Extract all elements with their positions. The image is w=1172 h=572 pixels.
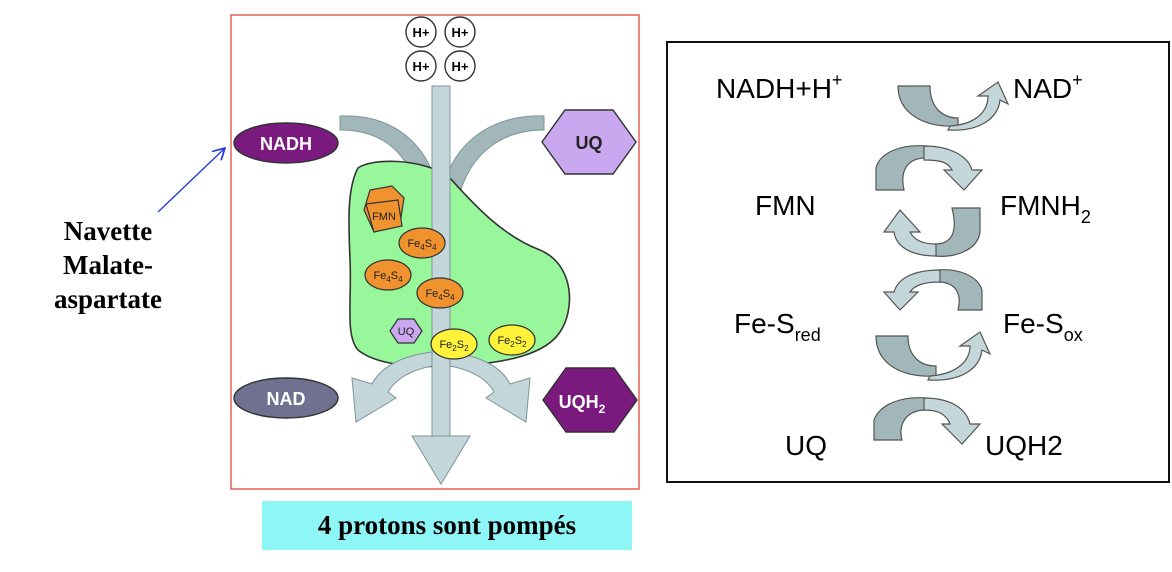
svg-text:NAD: NAD [267,389,306,409]
caption-banner: 4 protons sont pompés [262,501,632,550]
svg-text:H+: H+ [413,25,430,40]
reaction-fes-red: Fe-Sred [734,308,821,345]
redox-arrow-fesox-up [927,331,992,381]
svg-text:Fe4S4: Fe4S4 [425,288,455,302]
shuttle-label-line-1: Navette [63,216,153,246]
fe4s4-cluster-1: Fe4S4 [398,227,446,259]
shuttle-label-line-3: aspartate [54,284,162,314]
svg-text:NADH: NADH [260,134,312,154]
proton-3: H+ [405,50,437,82]
reaction-fmn: FMN [755,190,816,221]
uq-hexagon: UQ [541,109,637,175]
proton-group: H+ H+ H+ H+ [405,16,476,82]
shuttle-pointer-arrow [157,149,224,213]
nad-badge: NAD [233,377,339,419]
uqh2-outflow-arrow [449,351,531,423]
redox-arrow-fmn-back [882,209,937,257]
svg-text:Fe4S4: Fe4S4 [407,238,437,252]
proton-1: H+ [405,16,437,48]
redox-arrow-fes-back [882,269,941,311]
proton-channel-shaft [431,85,451,437]
reaction-nad: NAD+ [1013,70,1083,104]
fe2s2-cluster-1: Fe2S2 [430,328,478,360]
svg-text:UQH2: UQH2 [559,392,606,416]
proton-2: H+ [444,16,476,48]
redox-arrow-fmnh2-over [923,145,984,191]
svg-text:FMN: FMN [372,211,396,223]
fe4s4-cluster-2: Fe4S4 [364,259,412,291]
reaction-uq: UQ [785,430,827,461]
svg-text:UQ: UQ [398,326,415,338]
redox-arrow-uqh2-over [923,397,982,445]
uq-small-hexagon: UQ [389,318,423,344]
shuttle-label: Navette Malate- aspartate [8,214,208,316]
svg-text:Fe2S2: Fe2S2 [497,335,527,349]
complex-body [348,160,571,368]
nadh-badge: NADH [233,122,339,164]
fmn-cofactor: FMN [363,185,405,233]
redox-arrow-nad-up [947,81,1010,131]
svg-text:UQ: UQ [576,133,603,153]
proton-4: H+ [444,50,476,82]
svg-text:Fe4S4: Fe4S4 [373,270,403,284]
svg-text:H+: H+ [452,59,469,74]
svg-text:H+: H+ [413,59,430,74]
reaction-uqh2: UQH2 [985,430,1063,461]
shuttle-label-line-2: Malate- [63,250,153,280]
uqh2-hexagon: UQH2 [542,367,638,433]
reaction-fmnh2: FMNH2 [1000,190,1091,227]
fe4s4-cluster-3: Fe4S4 [416,277,464,309]
svg-text:Fe2S2: Fe2S2 [439,339,469,353]
nad-outflow-arrow [351,351,433,423]
fe2s2-cluster-2: Fe2S2 [488,324,536,356]
proton-channel-arrowhead [411,435,471,485]
svg-text:H+: H+ [452,25,469,40]
reaction-fes-ox: Fe-Sox [1003,308,1083,345]
reaction-nadh: NADH+H+ [716,70,842,104]
